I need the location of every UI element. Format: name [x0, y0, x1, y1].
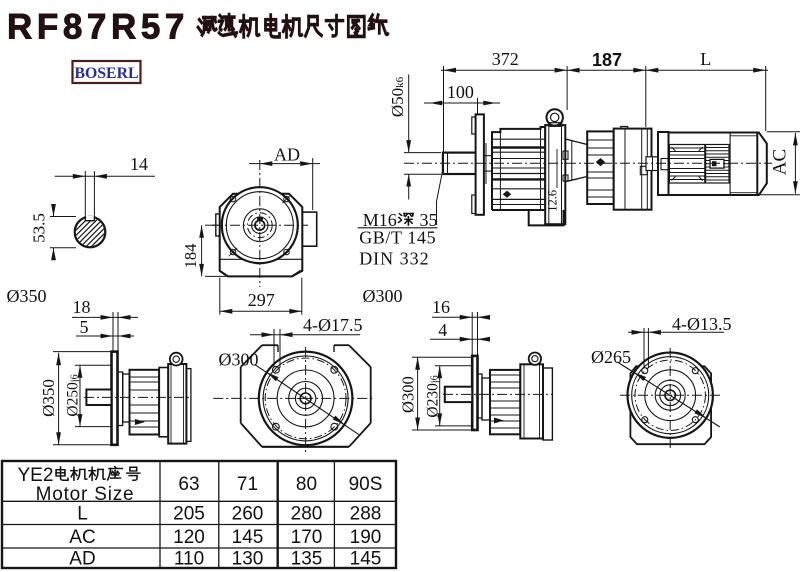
svg-text:Ø300: Ø300: [219, 350, 259, 370]
svg-text:DIN 332: DIN 332: [359, 249, 430, 269]
svg-text:RF87R57: RF87R57: [7, 8, 189, 47]
svg-text:53.5: 53.5: [30, 213, 49, 243]
svg-text:L: L: [77, 504, 88, 525]
svg-text:5: 5: [80, 317, 89, 337]
svg-text:Ø230j6: Ø230j6: [425, 375, 442, 417]
svg-text:184: 184: [181, 244, 200, 269]
svg-text:AD: AD: [69, 549, 95, 570]
svg-text:187: 187: [592, 50, 622, 70]
svg-text:205: 205: [173, 504, 205, 525]
svg-text:4-Ø13.5: 4-Ø13.5: [672, 314, 732, 334]
svg-text:YE2: YE2: [18, 465, 54, 486]
svg-text:145: 145: [232, 527, 264, 548]
svg-text:100: 100: [447, 82, 474, 102]
svg-text:14: 14: [130, 154, 148, 174]
svg-text:120: 120: [173, 527, 205, 548]
svg-text:80: 80: [296, 474, 317, 495]
svg-text:135: 135: [291, 549, 323, 570]
svg-text:12.6: 12.6: [546, 190, 560, 212]
svg-text:145: 145: [350, 549, 382, 570]
svg-text:Ø250j6: Ø250j6: [65, 374, 82, 416]
svg-text:280: 280: [291, 504, 323, 525]
svg-text:190: 190: [350, 527, 382, 548]
svg-text:71: 71: [237, 474, 258, 495]
svg-text:GB/T 145: GB/T 145: [359, 228, 436, 248]
svg-text:L: L: [700, 49, 711, 69]
svg-text:M16: M16: [363, 210, 397, 230]
svg-text:4-Ø17.5: 4-Ø17.5: [303, 315, 363, 335]
svg-text:Ø300: Ø300: [399, 376, 418, 413]
svg-text:288: 288: [350, 504, 382, 525]
svg-text:AD: AD: [274, 145, 300, 165]
svg-text:63: 63: [178, 474, 199, 495]
svg-text:Ø350: Ø350: [39, 379, 58, 417]
svg-text:297: 297: [248, 290, 275, 310]
svg-text:372: 372: [492, 49, 519, 69]
svg-text:130: 130: [232, 549, 264, 570]
svg-text:Motor Size: Motor Size: [36, 484, 135, 505]
svg-text:260: 260: [232, 504, 264, 525]
svg-text:16: 16: [432, 297, 450, 317]
svg-text:Ø300: Ø300: [363, 286, 403, 306]
svg-text:AC: AC: [69, 527, 95, 548]
svg-text:4: 4: [438, 320, 447, 340]
svg-text:110: 110: [174, 549, 204, 570]
svg-text:35: 35: [420, 210, 438, 230]
svg-text:AC: AC: [770, 149, 791, 175]
svg-text:18: 18: [73, 297, 91, 317]
svg-text:Ø350: Ø350: [7, 286, 47, 306]
svg-text:Ø265: Ø265: [591, 347, 631, 367]
svg-text:170: 170: [291, 527, 323, 548]
svg-text:90S: 90S: [349, 474, 383, 495]
svg-text:BOSERL: BOSERL: [74, 65, 138, 82]
